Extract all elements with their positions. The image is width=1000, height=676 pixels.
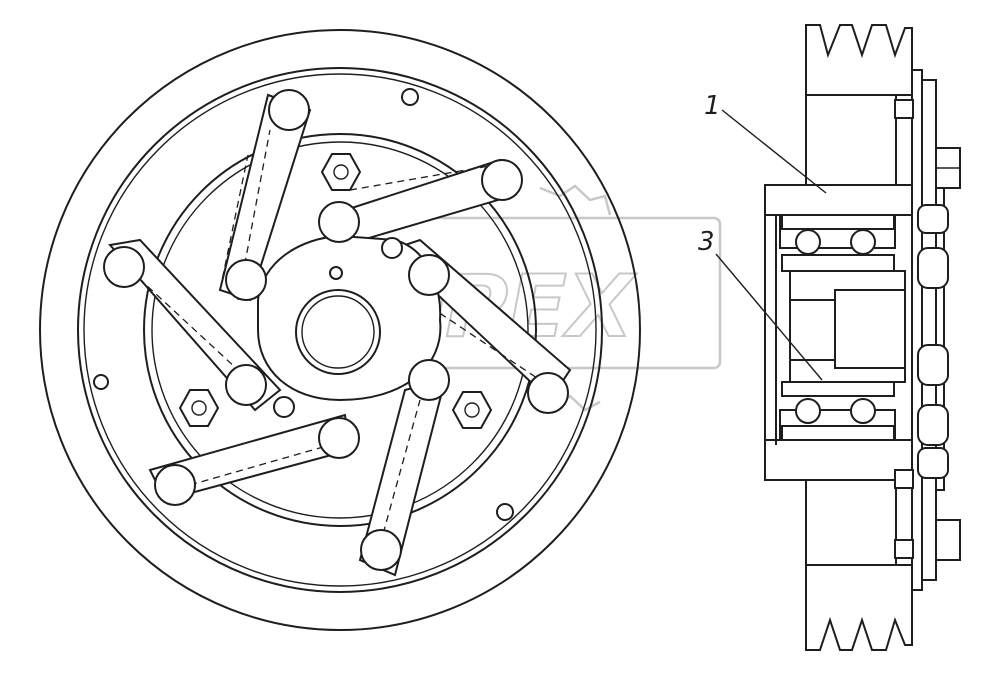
small-hole	[381, 237, 403, 259]
pulley-web-upper	[805, 94, 897, 186]
bolt-head	[917, 344, 949, 386]
hex-nut	[178, 389, 220, 427]
rivet	[408, 254, 450, 296]
callout-1: 1	[704, 91, 827, 194]
small-hole	[273, 396, 295, 418]
clutch-plate-inner	[143, 133, 537, 527]
small-hole	[496, 503, 514, 521]
pulley-inner-rim	[77, 67, 603, 593]
bolt-head	[917, 247, 949, 289]
rivet	[360, 529, 402, 571]
callout-3: 3	[698, 227, 823, 381]
hex-nut	[451, 391, 493, 429]
center-bore-ring-inner	[301, 295, 375, 369]
bolt-head	[917, 404, 949, 446]
pulley-front-view	[39, 29, 641, 631]
bearing-upper	[781, 214, 895, 272]
hub-body-lower	[764, 409, 913, 481]
pulley-groove-bottom	[805, 564, 913, 651]
small-hole	[401, 88, 419, 106]
rivet	[318, 201, 360, 243]
small-hole	[93, 374, 109, 390]
bolt-head	[917, 204, 949, 234]
rivet	[154, 464, 196, 506]
bolt-head	[935, 519, 961, 561]
hub-bore-outline	[151, 141, 529, 519]
bearing-lower	[781, 381, 895, 441]
hub-plate	[257, 234, 442, 402]
rivet	[408, 359, 450, 401]
hex-nut	[320, 153, 362, 191]
rivet	[268, 89, 310, 131]
hub-body-upper	[764, 184, 913, 249]
rivet	[225, 259, 267, 301]
clutch-plate-outer	[83, 73, 597, 587]
callout-label-3: 3	[698, 227, 715, 257]
rivet	[225, 364, 267, 406]
center-bore-ring-outer	[295, 289, 381, 375]
clutch-disc	[911, 69, 923, 591]
rivet	[318, 417, 360, 459]
pulley-section-view	[764, 24, 961, 651]
rivet	[103, 246, 145, 288]
small-hole	[329, 266, 343, 280]
armature-plate	[921, 79, 937, 581]
callout-label-1: 1	[704, 91, 721, 121]
rivet	[527, 372, 569, 414]
bolt-head	[917, 447, 949, 479]
pulley-web-lower	[805, 479, 897, 566]
pulley-outer-rim	[39, 29, 641, 631]
rivet	[481, 159, 523, 201]
